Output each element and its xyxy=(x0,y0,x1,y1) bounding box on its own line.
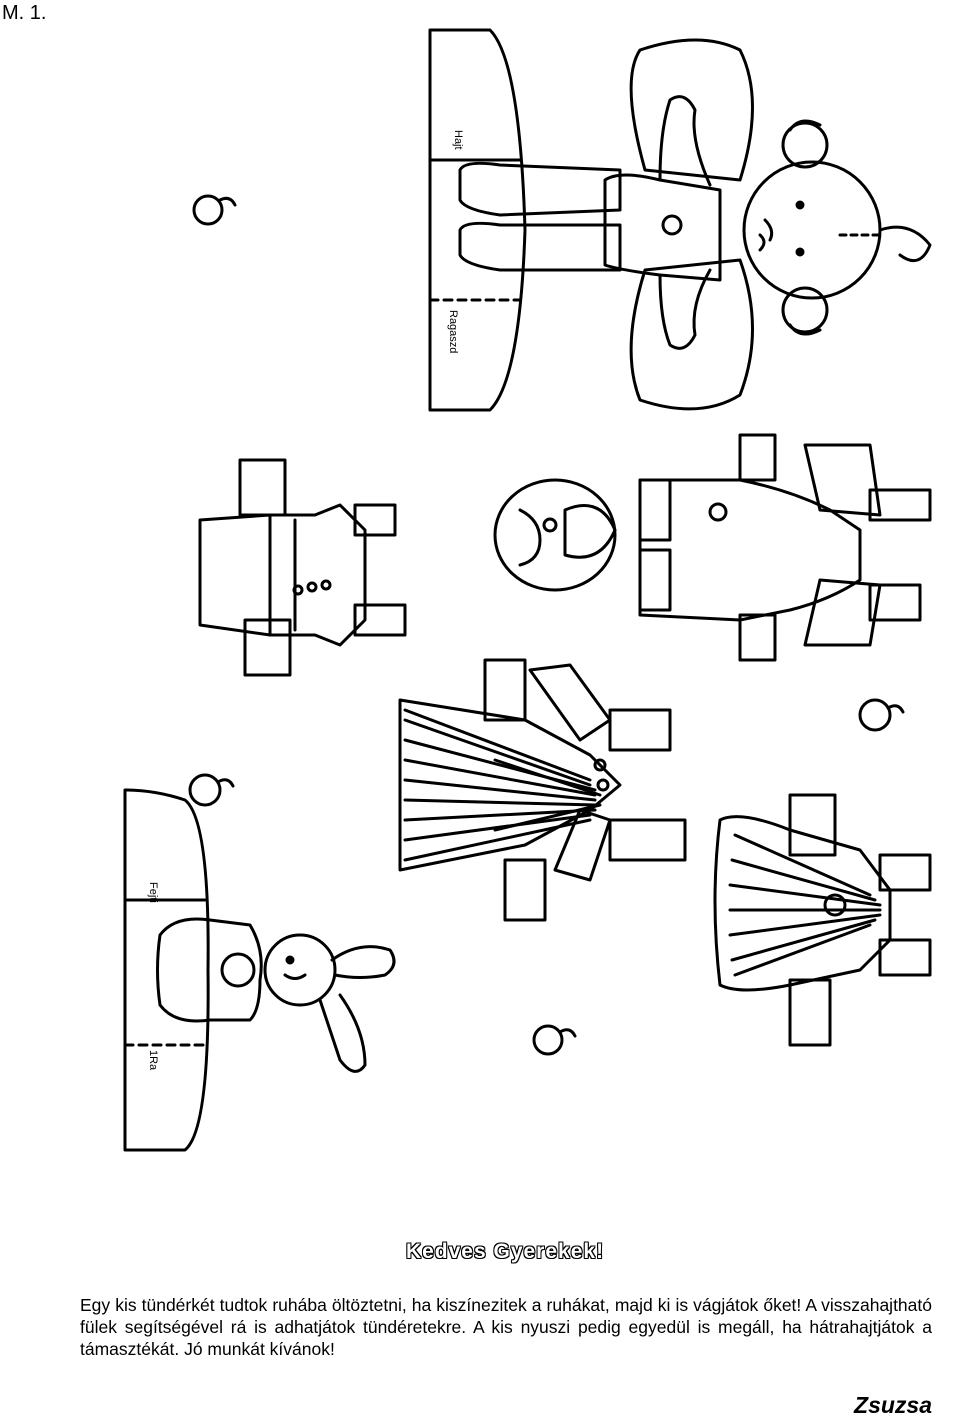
bunny-stand-bottom-label: 1Ra xyxy=(147,1050,159,1071)
instructions-paragraph: Egy kis tündérkét tudtok ruhába öltöztet… xyxy=(80,1295,932,1359)
upper-wing xyxy=(629,38,754,182)
bonnet xyxy=(493,478,617,592)
signature: Zsuzsa xyxy=(854,1392,932,1418)
bunny xyxy=(156,917,396,1073)
fairy-stand-bottom-label: Ragaszd xyxy=(447,310,459,353)
dress-3 xyxy=(398,658,687,922)
bunny-stand: Fejti 1Ra xyxy=(123,788,210,1152)
dress-1 xyxy=(198,458,407,677)
fairy-stand: Hajt Ragaszd xyxy=(428,28,527,412)
fairy-girl xyxy=(458,38,932,411)
dress-2 xyxy=(638,433,932,662)
dress-4 xyxy=(713,793,932,1047)
lower-wing xyxy=(629,258,754,411)
bunny-stand-top-label: Fejti xyxy=(147,882,159,903)
fairy-stand-top-label: Hajt xyxy=(452,130,464,150)
coloring-illustration: Hajt Ragaszd xyxy=(123,28,932,1152)
page-number: M. 1. xyxy=(2,2,47,24)
page-title: Kedves Gyerekek! xyxy=(405,1240,605,1263)
apple-icons xyxy=(188,194,905,1056)
